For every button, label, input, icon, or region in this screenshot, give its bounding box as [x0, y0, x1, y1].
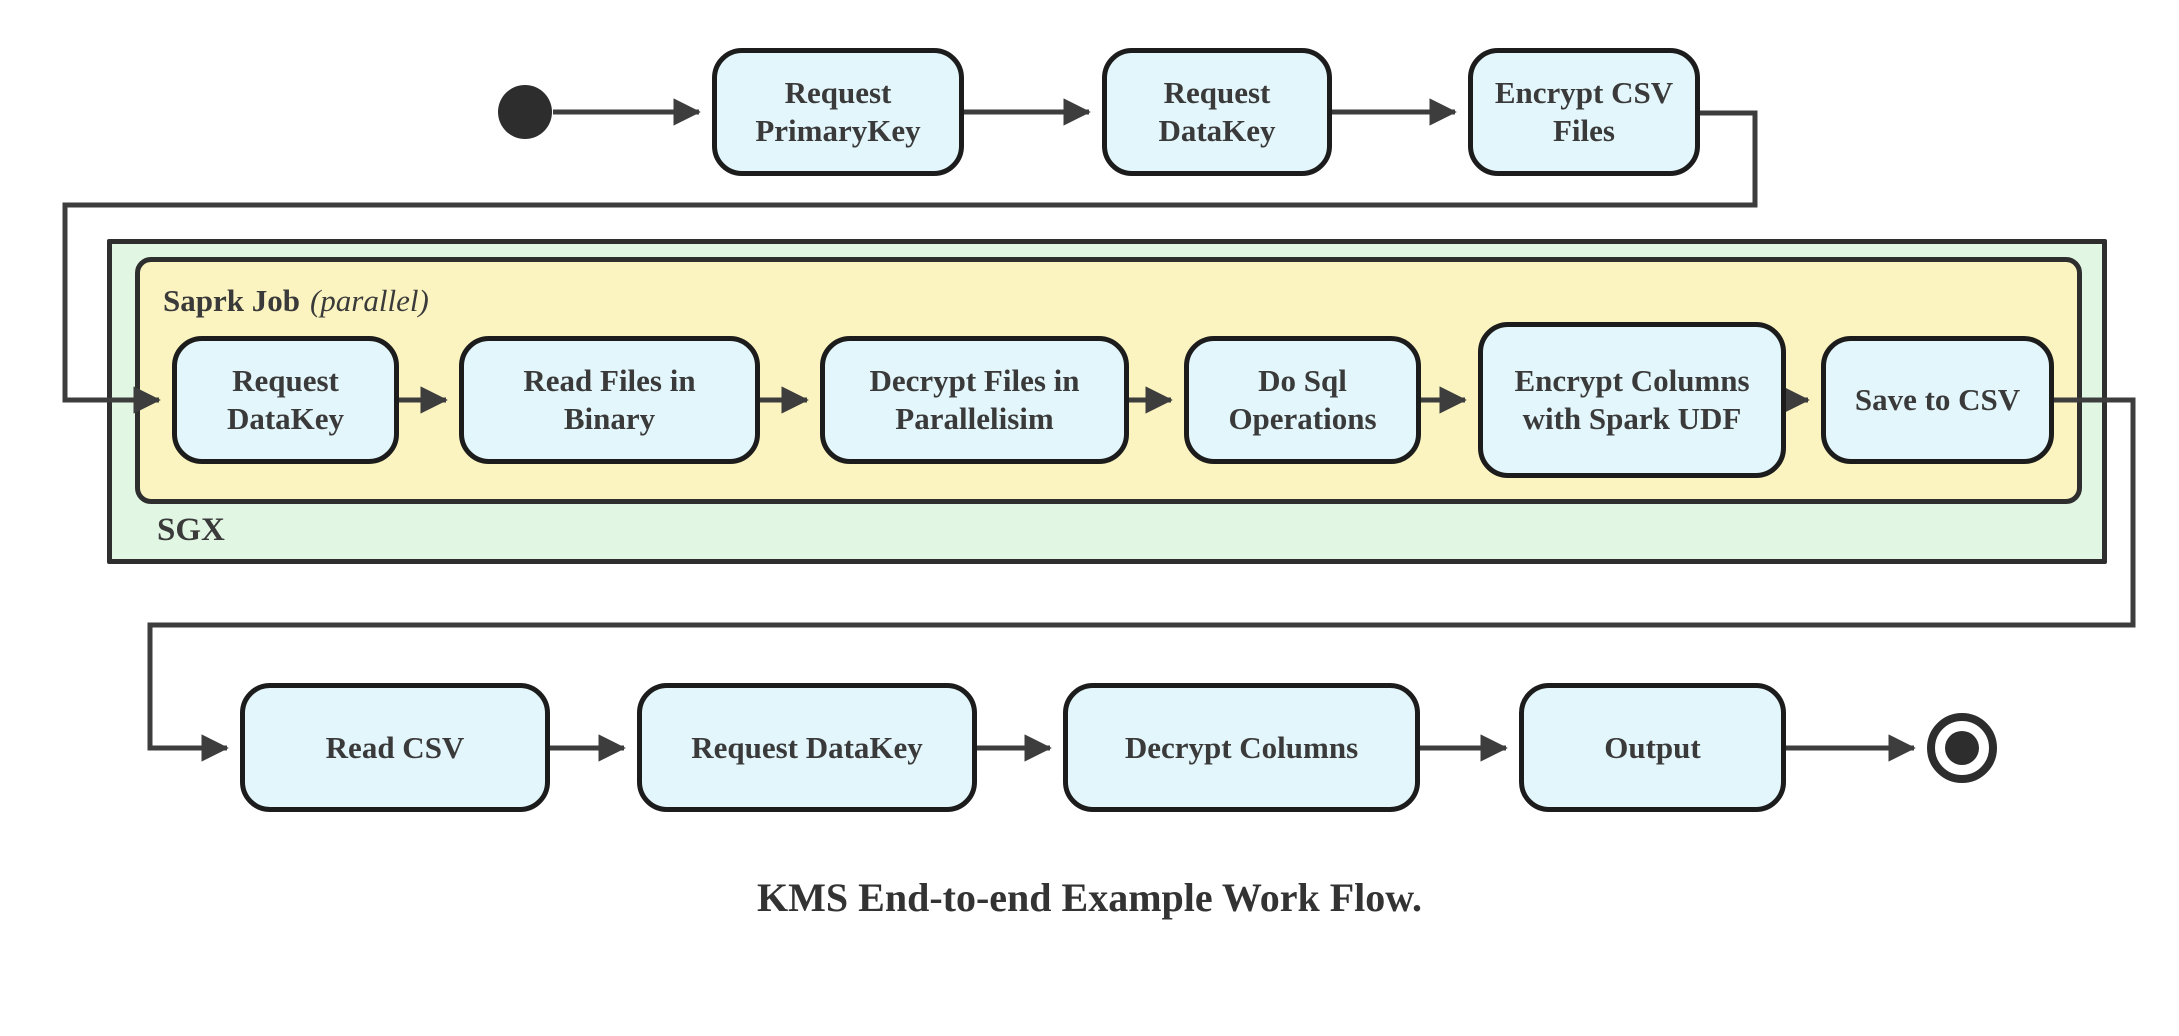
node-encrypt-csv-files: Encrypt CSV Files: [1468, 48, 1700, 176]
node-request-datakey-top: Request DataKey: [1102, 48, 1332, 176]
node-decrypt-files-in-parallelisim: Decrypt Files in Parallelisim: [820, 336, 1129, 464]
node-decrypt-columns: Decrypt Columns: [1063, 683, 1420, 812]
node-do-sql-operations: Do Sql Operations: [1184, 336, 1421, 464]
node-request-datakey-bottom: Request DataKey: [637, 683, 977, 812]
node-output: Output: [1519, 683, 1786, 812]
diagram-caption: KMS End-to-end Example Work Flow.: [757, 875, 1422, 920]
edge-encrypt-csv-to-spark-request-datakey: [62, 110, 1758, 414]
node-read-csv: Read CSV: [240, 683, 550, 812]
node-save-to-csv: Save to CSV: [1821, 336, 2054, 464]
end-state-core-icon: [1945, 731, 1979, 765]
edge-save-csv-to-read-csv: [147, 397, 2136, 762]
node-request-primarykey: Request PrimaryKey: [712, 48, 964, 176]
end-state-icon: [1927, 713, 1997, 783]
sgx-label: SGX: [157, 512, 225, 548]
node-spark-request-datakey: Request DataKey: [172, 336, 399, 464]
node-read-files-in-binary: Read Files in Binary: [459, 336, 760, 464]
spark-job-title-text: Saprk Job: [163, 283, 300, 318]
spark-job-parallel-note: (parallel): [309, 283, 429, 318]
start-state-icon: [498, 85, 552, 139]
spark-job-title: Saprk Job (parallel): [163, 283, 429, 319]
node-encrypt-columns-with-spark-udf: Encrypt Columns with Spark UDF: [1478, 322, 1786, 478]
